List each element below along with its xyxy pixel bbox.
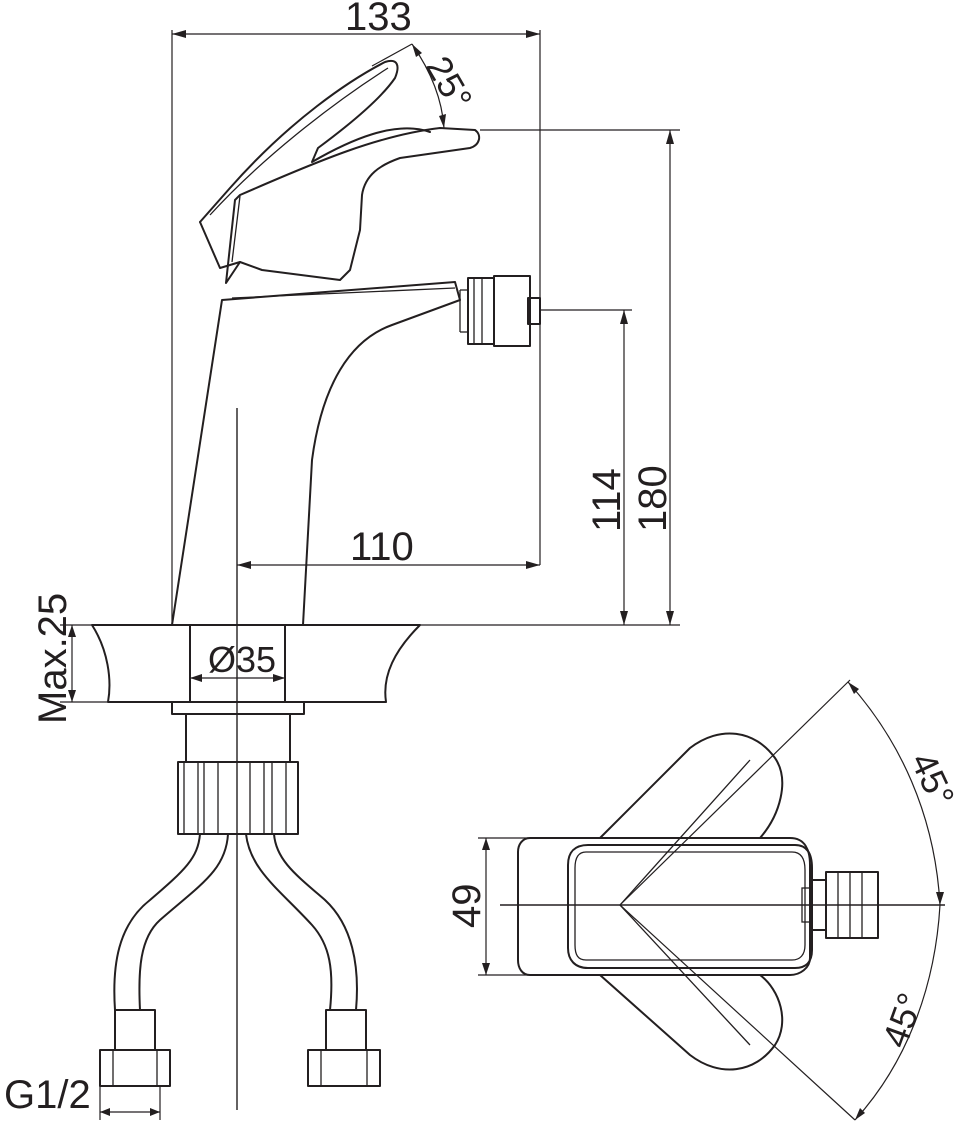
bidet-outlet-connector (459, 275, 541, 347)
lever-down-ridge (619, 904, 751, 1046)
lever-inner-edge (209, 67, 389, 216)
lever-tip (199, 221, 241, 269)
side-view: 133 25° 180 114 (4, 0, 680, 1120)
label-thread: G1/2 (4, 1073, 91, 1117)
label-total-height: 180 (631, 465, 675, 532)
body-top-edge (231, 287, 456, 299)
lever-up-ridge (619, 759, 751, 906)
label-base-width: 49 (445, 884, 489, 929)
label-lever-angle: 25° (418, 49, 481, 117)
lever-rotated-up (599, 732, 784, 839)
lever-rotated-down (599, 974, 784, 1071)
mounting-nut (171, 701, 305, 835)
lever-handle (199, 60, 431, 223)
label-reach: 110 (350, 525, 414, 569)
label-rotation-lower: 45° (874, 988, 931, 1053)
dimension-outlet-height: 114 (540, 309, 632, 625)
dimension-reach: 110 (237, 525, 540, 569)
cartridge-inner (574, 851, 806, 961)
top-view: 45° 45° 49 (445, 679, 960, 1121)
dimension-thread: G1/2 (4, 1073, 161, 1120)
dimension-base-width: 49 (445, 837, 620, 976)
dimension-hole-diameter: Ø35 (190, 639, 285, 682)
base-plate (517, 837, 811, 976)
label-overall-width: 133 (345, 0, 412, 39)
angle-line-up (619, 679, 851, 906)
label-rotation-upper: 45° (903, 746, 960, 813)
flexible-hoses (99, 833, 381, 1087)
label-counter-thickness: Max.25 (31, 593, 75, 724)
label-hole-diameter: Ø35 (208, 639, 276, 680)
label-outlet-height: 114 (585, 468, 629, 532)
dimension-overall-width: 133 (171, 0, 541, 625)
lever-housing (225, 127, 481, 284)
faucet-body (171, 281, 461, 626)
dimension-counter-thickness: Max.25 (31, 593, 110, 724)
cartridge-top (567, 844, 813, 969)
angle-line-down (619, 904, 856, 1121)
dimension-total-height: 180 (303, 129, 680, 626)
housing-front-edge (231, 195, 241, 263)
